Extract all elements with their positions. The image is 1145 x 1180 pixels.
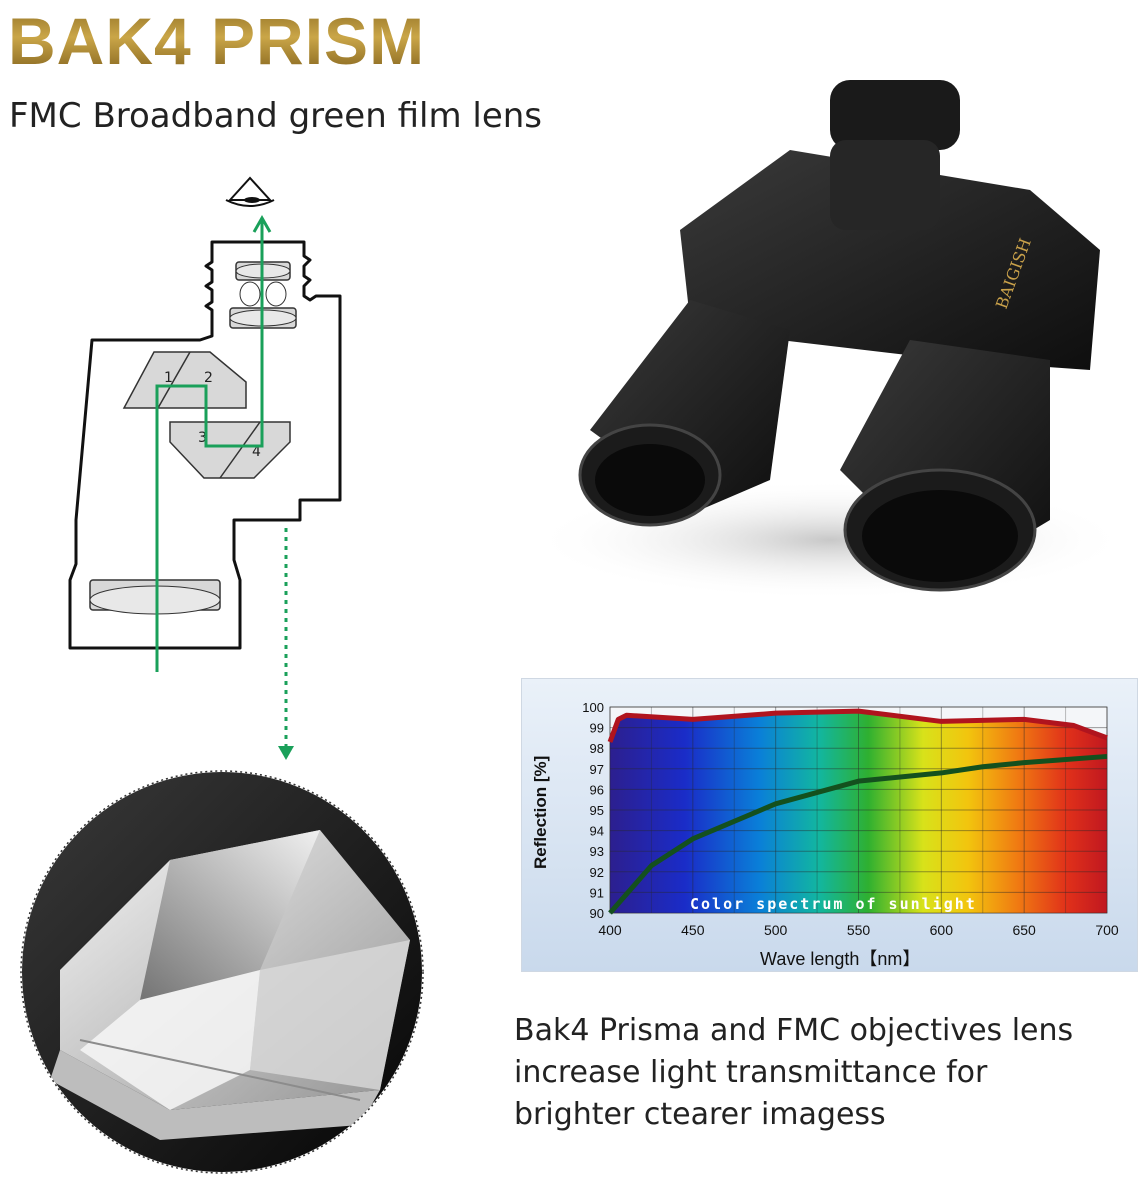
caption-line-3: brighter ctearer imagess xyxy=(514,1097,886,1132)
y-tick-label: 99 xyxy=(590,721,604,736)
page-subtitle: FMC Broadband green film lens xyxy=(9,96,542,136)
y-tick-label: 90 xyxy=(590,906,604,921)
x-tick-label: 400 xyxy=(598,922,622,938)
chart-annotation: Color spectrum of sunlight xyxy=(690,895,977,913)
x-tick-label: 650 xyxy=(1012,922,1036,938)
y-tick-label: 92 xyxy=(590,865,604,880)
y-tick-label: 91 xyxy=(590,885,604,900)
chart-y-axis-label: Reflection [%] xyxy=(531,756,550,869)
x-tick-label: 700 xyxy=(1095,922,1119,938)
y-tick-label: 98 xyxy=(590,741,604,756)
dotted-connector-arrow xyxy=(278,528,294,760)
porro-prisms: 1 2 3 4 xyxy=(122,351,291,479)
eye-icon xyxy=(225,176,275,207)
y-tick-label: 97 xyxy=(590,762,604,777)
reflection-chart: 90 91 92 93 94 95 96 97 98 99 100 400 450 500 550 600 65… xyxy=(531,700,1119,969)
chart-x-axis-label: Wave length【nm】 xyxy=(760,949,920,969)
series-line-2 xyxy=(608,753,1108,915)
feature-caption: Bak4 Prisma and FMC objectives lens incr… xyxy=(514,1010,1134,1136)
prism-optical-diagram: 1 2 3 4 xyxy=(68,176,342,760)
objective-lens xyxy=(89,579,221,615)
x-tick-label: 550 xyxy=(847,922,871,938)
light-path-beam xyxy=(155,214,272,672)
binocular-body-outline xyxy=(68,240,342,650)
y-tick-label: 94 xyxy=(590,824,604,839)
x-tick-label: 600 xyxy=(930,922,954,938)
y-tick-label: 93 xyxy=(590,844,604,859)
prism-crystal-photo xyxy=(20,770,424,1174)
prism-label-1: 1 xyxy=(164,370,173,386)
y-tick-label: 96 xyxy=(590,782,604,797)
x-tick-label: 450 xyxy=(681,922,705,938)
y-tick-label: 95 xyxy=(590,803,604,818)
caption-line-2: increase light transmittance for xyxy=(514,1055,988,1090)
spectrum-fill xyxy=(610,711,1107,913)
binoculars-product-image: BAIGISH xyxy=(530,80,1130,600)
prism-label-2: 2 xyxy=(204,370,213,386)
x-tick-label: 500 xyxy=(764,922,788,938)
reflection-chart-panel: 90 91 92 93 94 95 96 97 98 99 100 400 450 500 550 600 65… xyxy=(521,678,1138,972)
series-line-1 xyxy=(607,708,1108,743)
prism-label-4: 4 xyxy=(252,444,261,460)
prism-label-3: 3 xyxy=(198,430,207,446)
caption-line-1: Bak4 Prisma and FMC objectives lens xyxy=(514,1013,1074,1048)
y-tick-label: 100 xyxy=(582,700,604,715)
page-title: BAK4 PRISM xyxy=(8,4,426,78)
